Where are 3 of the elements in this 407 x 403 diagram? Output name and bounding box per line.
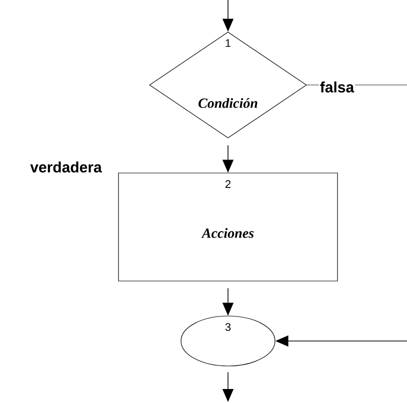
process-box: 2 Acciones [118, 172, 338, 282]
branch-label: verdadera [30, 161, 102, 172]
edge-label: falsa [318, 80, 356, 94]
